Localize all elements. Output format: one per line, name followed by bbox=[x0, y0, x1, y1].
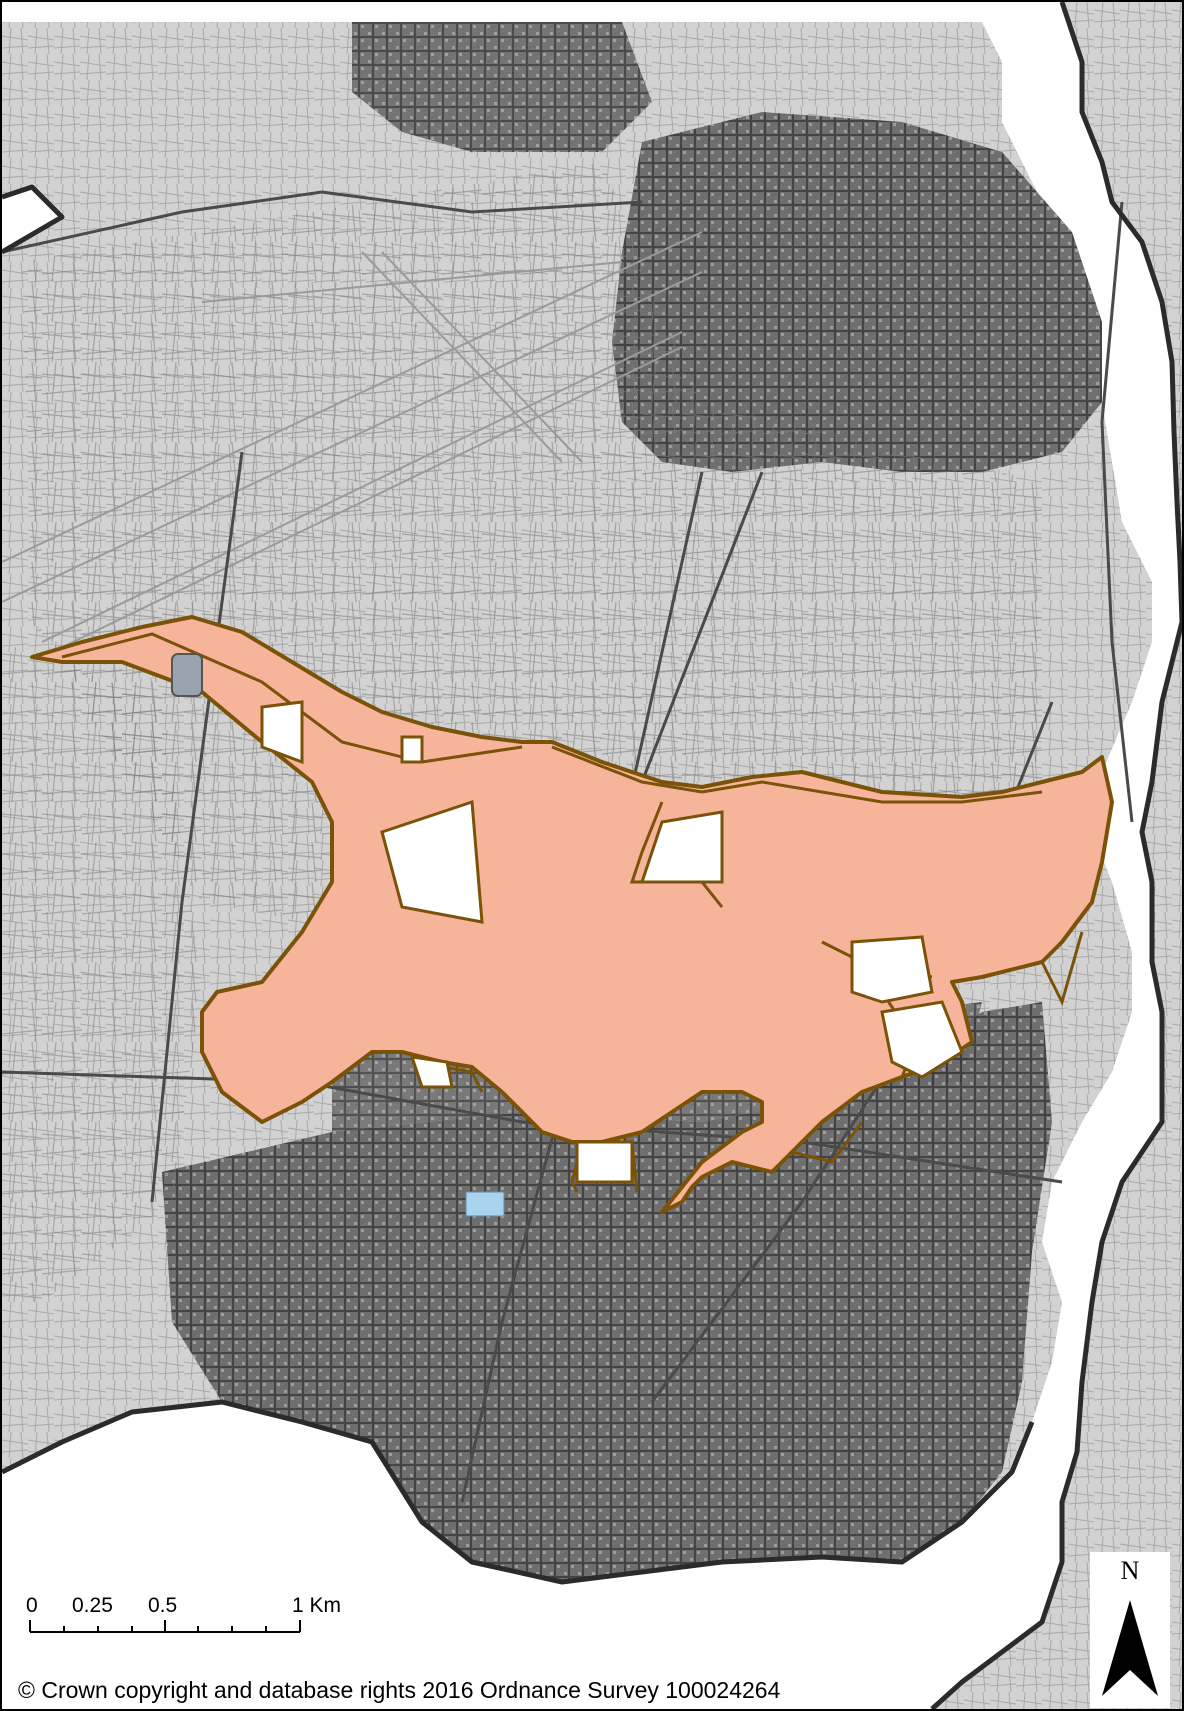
highlighted-area-cutouts bbox=[260, 700, 964, 1184]
scale-label-0-25: 0.25 bbox=[72, 1594, 113, 1617]
scale-bar bbox=[10, 1586, 332, 1652]
scale-label-0-5: 0.5 bbox=[148, 1594, 178, 1617]
airport-runways bbox=[2, 231, 703, 658]
scale-bar-graphic bbox=[29, 1620, 301, 1633]
scale-label-0: 0 bbox=[26, 1594, 38, 1617]
parking-structure bbox=[171, 653, 203, 697]
north-label: N bbox=[1120, 1556, 1140, 1585]
copyright-notice: © Crown copyright and database rights 20… bbox=[14, 1677, 785, 1704]
scale-label-1km: 1 Km bbox=[292, 1594, 342, 1617]
highlighted-area[interactable] bbox=[30, 615, 1114, 1214]
north-arrow-icon bbox=[1102, 1600, 1158, 1696]
water-feature bbox=[465, 1191, 505, 1217]
north-arrow-box: N bbox=[1090, 1552, 1170, 1708]
dense-urban-north bbox=[352, 22, 1102, 472]
